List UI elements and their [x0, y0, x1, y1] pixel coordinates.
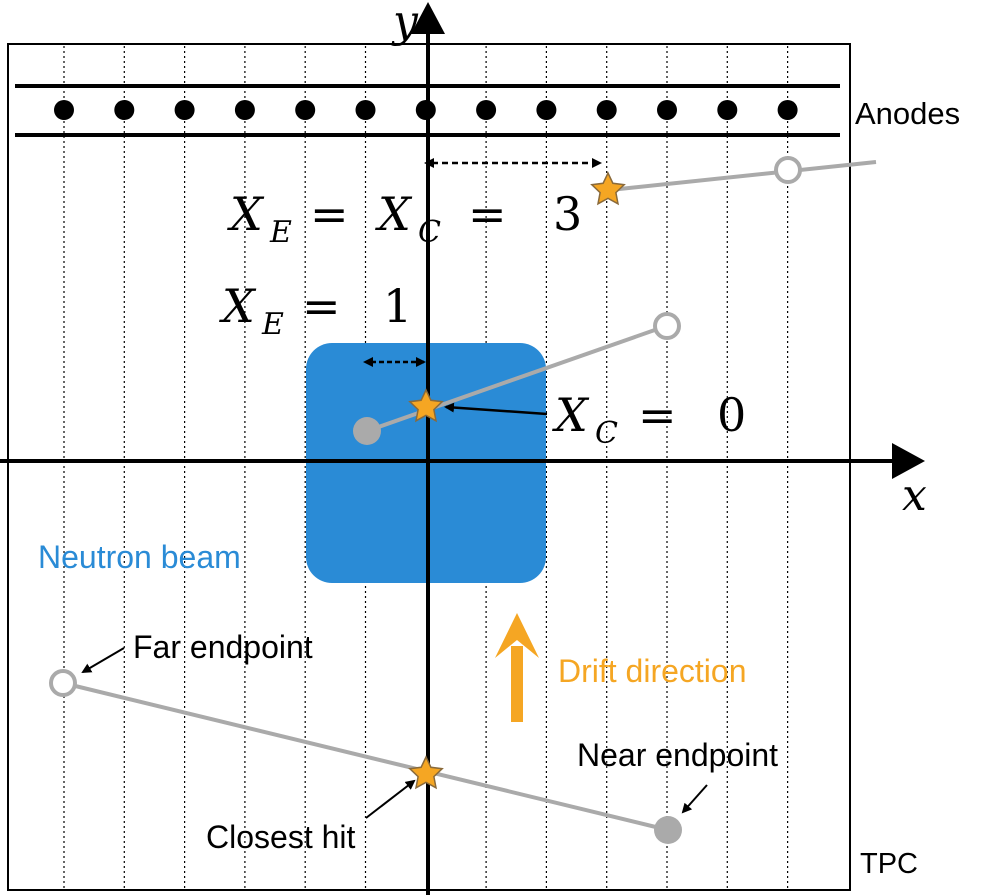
xc-0-annotation: X C = 0 — [552, 388, 746, 451]
filled-circle-icon — [353, 417, 381, 445]
svg-text:E: E — [269, 215, 292, 250]
wire-lines — [63, 46, 789, 888]
svg-text:X: X — [219, 279, 257, 333]
anode-dots — [54, 100, 798, 120]
filled-dot-icon — [596, 100, 617, 120]
xc-0-pointer-arrow — [444, 402, 548, 416]
x-axis-label: x — [902, 470, 927, 521]
filled-dot-icon — [174, 100, 195, 120]
filled-dot-icon — [355, 100, 376, 120]
near-endpoint-pointer-arrow — [681, 784, 708, 814]
near-endpoint-label: Near endpoint — [577, 737, 778, 773]
filled-dot-icon — [536, 100, 557, 120]
svg-text:=: = — [468, 187, 507, 241]
drift-direction-label: Drift direction — [558, 653, 747, 689]
svg-text:X: X — [552, 388, 590, 442]
open-circle-icon — [49, 669, 77, 697]
filled-dot-icon — [54, 100, 74, 120]
tpc-label: TPC — [860, 848, 918, 880]
filled-dot-icon — [415, 100, 436, 120]
open-circle-icon — [774, 156, 802, 184]
star-icon — [590, 171, 626, 206]
closest-hit-label: Closest hit — [206, 819, 356, 855]
filled-dot-icon — [476, 100, 497, 120]
svg-text:C: C — [595, 416, 618, 451]
track-top — [609, 160, 877, 192]
filled-dot-icon — [114, 100, 135, 120]
star-icon — [408, 755, 444, 790]
filled-circle-icon — [654, 816, 682, 844]
closest-hit-pointer-arrow — [365, 779, 416, 819]
svg-text:=: = — [310, 187, 349, 241]
filled-dot-icon — [657, 100, 677, 120]
svg-text:X: X — [375, 187, 413, 241]
far-endpoint-label: Far endpoint — [133, 629, 313, 665]
filled-dot-icon — [234, 100, 255, 120]
xe-1-annotation: X E = 1 — [219, 279, 412, 342]
svg-text:C: C — [418, 215, 441, 250]
open-circle-icon — [653, 312, 681, 340]
svg-text:0: 0 — [717, 388, 746, 442]
neutron-beam-label: Neutron beam — [38, 539, 241, 575]
svg-text:=: = — [638, 388, 677, 442]
svg-text:=: = — [302, 279, 341, 333]
svg-text:E: E — [261, 307, 284, 342]
far-endpoint-pointer-arrow — [81, 647, 125, 674]
filled-dot-icon — [777, 100, 798, 120]
x-axis-arrowhead — [892, 443, 925, 479]
y-axis-arrowhead — [411, 2, 445, 34]
anodes-label: Anodes — [855, 96, 960, 131]
svg-text:X: X — [227, 187, 265, 241]
star-icon — [408, 388, 444, 423]
drift-direction-arrow-head — [495, 613, 539, 658]
svg-text:1: 1 — [383, 279, 412, 333]
svg-text:3: 3 — [553, 187, 582, 241]
track-bottom — [62, 681, 669, 832]
filled-dot-icon — [717, 100, 738, 120]
y-axis-label: y — [391, 0, 419, 47]
filled-dot-icon — [295, 100, 316, 120]
xe-xc-3-annotation: X E = X C = 3 — [227, 187, 582, 250]
